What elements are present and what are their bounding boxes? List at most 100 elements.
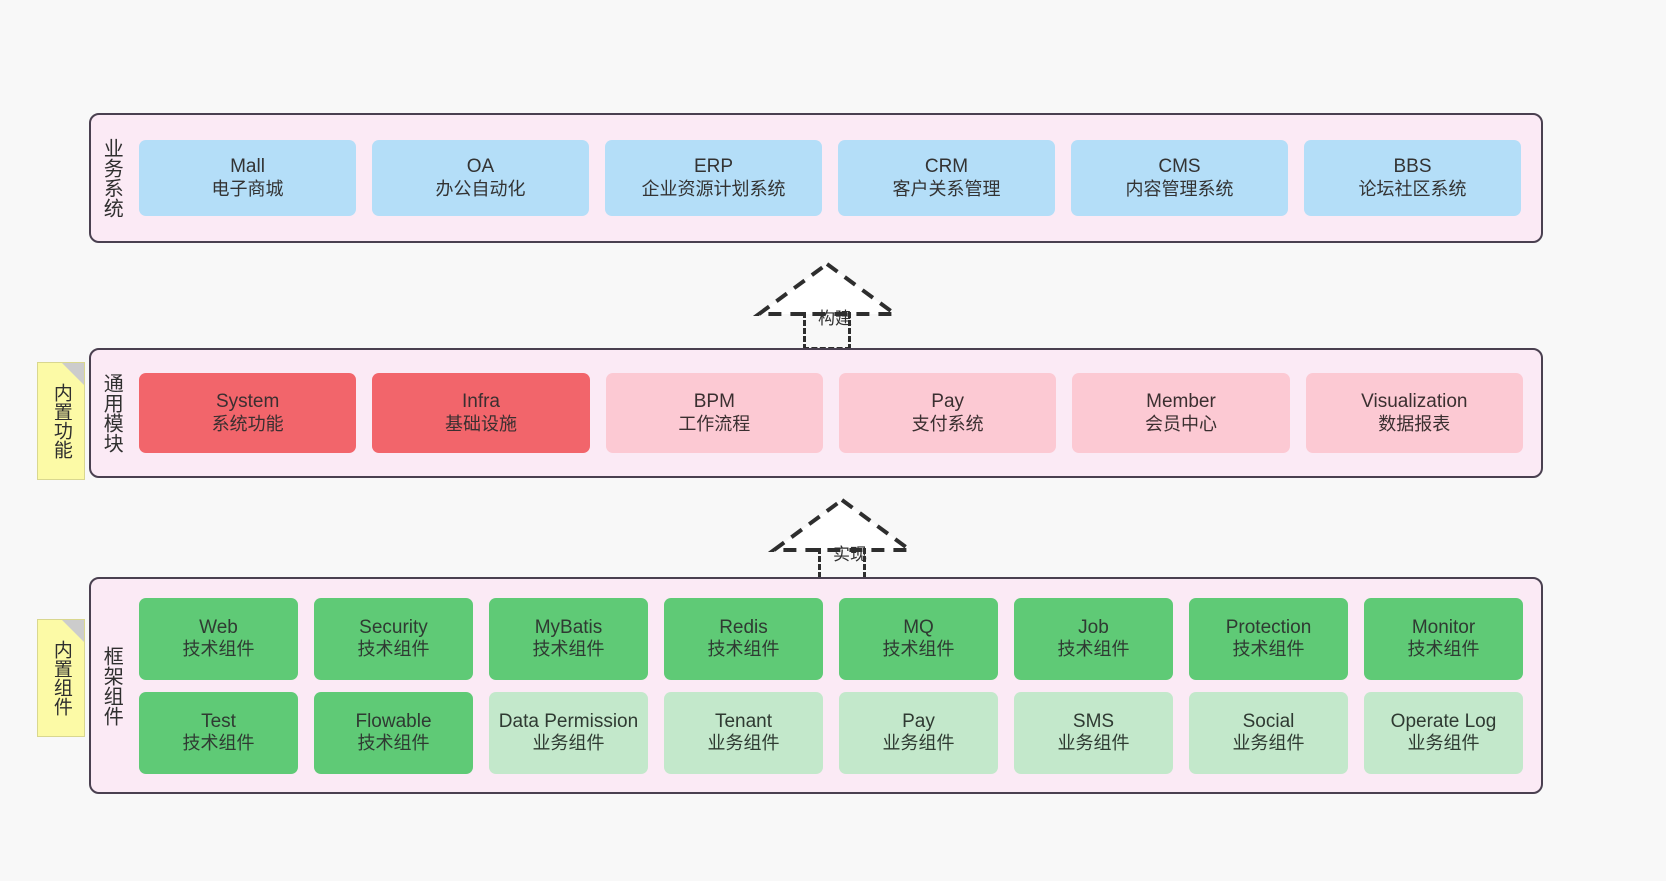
layer-title-business: 业务系统 (100, 138, 123, 218)
node-title: MyBatis (534, 616, 603, 638)
node-subtitle: 数据报表 (1378, 413, 1451, 434)
generalization-arrowhead-icon (752, 261, 902, 316)
node-title: Protection (1225, 616, 1312, 638)
node-title: Security (359, 616, 428, 638)
node-cms[interactable]: CMS 内容管理系统 (1071, 140, 1288, 216)
node-title: Member (1146, 391, 1216, 413)
node-subtitle: 办公自动化 (435, 178, 526, 199)
node-subtitle: 客户关系管理 (892, 178, 1001, 199)
node-erp[interactable]: ERP 企业资源计划系统 (605, 140, 822, 216)
layer-title-framework: 框架组件 (100, 645, 123, 726)
node-web[interactable]: Web 技术组件 (139, 597, 298, 680)
node-subtitle: 会员中心 (1144, 413, 1217, 434)
node-title: Monitor (1411, 616, 1476, 638)
node-title: BBS (1393, 156, 1432, 178)
framework-row-tech: Web 技术组件 Security 技术组件 MyBatis 技术组件 Redi… (139, 597, 1523, 680)
node-sms[interactable]: SMS 业务组件 (1014, 691, 1173, 774)
node-title: BPM (693, 391, 735, 413)
node-subtitle: 支付系统 (911, 413, 984, 434)
node-subtitle: 技术组件 (882, 639, 955, 660)
node-data-permission[interactable]: Data Permission 业务组件 (489, 691, 648, 774)
arrow-implement: 实现 (767, 494, 917, 586)
node-title: Social (1242, 710, 1295, 732)
node-subtitle: 工作流程 (678, 413, 751, 434)
note-label: 内置组件 (50, 640, 72, 716)
node-title: System (215, 391, 280, 413)
node-title: Pay (902, 710, 935, 732)
node-subtitle: 业务组件 (1407, 733, 1480, 754)
node-subtitle: 内容管理系统 (1125, 178, 1234, 199)
node-subtitle: 业务组件 (1232, 733, 1305, 754)
layer-title-modules: 通用模块 (100, 373, 123, 453)
node-subtitle: 电子商城 (211, 178, 284, 199)
node-bbs[interactable]: BBS 论坛社区系统 (1304, 140, 1521, 216)
layer-business-system: 业务系统 Mall 电子商城 OA 办公自动化 ERP 企业资源计划系统 CRM… (89, 113, 1543, 243)
node-monitor[interactable]: Monitor 技术组件 (1364, 597, 1523, 680)
layer-framework-component: 框架组件 Web 技术组件 Security 技术组件 MyBatis 技术组件… (89, 577, 1543, 794)
node-pay[interactable]: Pay 支付系统 (838, 373, 1057, 453)
arrow-build: 构建 (752, 258, 902, 350)
layer-body-business: Mall 电子商城 OA 办公自动化 ERP 企业资源计划系统 CRM 客户关系… (131, 115, 1541, 241)
node-subtitle: 企业资源计划系统 (641, 178, 786, 199)
node-security[interactable]: Security 技术组件 (314, 597, 473, 680)
node-title: SMS (1072, 710, 1115, 732)
node-subtitle: 论坛社区系统 (1358, 178, 1467, 199)
node-redis[interactable]: Redis 技术组件 (664, 597, 823, 680)
node-subtitle: 技术组件 (357, 733, 430, 754)
node-pay-business[interactable]: Pay 业务组件 (839, 691, 998, 774)
node-tenant[interactable]: Tenant 业务组件 (664, 691, 823, 774)
layer-general-module: 通用模块 System 系统功能 Infra 基础设施 BPM 工作流程 Pay… (89, 348, 1543, 478)
node-title: Tenant (714, 710, 773, 732)
node-title: Infra (461, 391, 500, 413)
node-title: Mall (230, 156, 265, 178)
node-bpm[interactable]: BPM 工作流程 (605, 373, 823, 453)
node-subtitle: 业务组件 (707, 733, 780, 754)
arrow-label-implement: 实现 (833, 545, 867, 564)
node-title: Operate Log (1390, 710, 1497, 732)
node-protection[interactable]: Protection 技术组件 (1189, 597, 1348, 680)
node-title: CMS (1158, 156, 1201, 178)
node-system[interactable]: System 系统功能 (139, 373, 357, 453)
node-subtitle: 技术组件 (707, 639, 780, 660)
node-subtitle: 业务组件 (532, 733, 605, 754)
node-title: ERP (693, 156, 734, 178)
node-mall[interactable]: Mall 电子商城 (139, 140, 356, 216)
node-job[interactable]: Job 技术组件 (1014, 597, 1173, 680)
node-member[interactable]: Member 会员中心 (1072, 373, 1290, 453)
node-subtitle: 技术组件 (532, 639, 605, 660)
node-title: Redis (719, 616, 768, 638)
node-subtitle: 技术组件 (1232, 639, 1305, 660)
node-title: OA (466, 156, 495, 178)
note-builtin-component: 内置组件 (37, 619, 85, 737)
node-subtitle: 系统功能 (211, 413, 284, 434)
node-social[interactable]: Social 业务组件 (1189, 691, 1348, 774)
node-operate-log[interactable]: Operate Log 业务组件 (1364, 691, 1523, 774)
node-infra[interactable]: Infra 基础设施 (372, 373, 590, 453)
node-subtitle: 技术组件 (182, 733, 255, 754)
node-subtitle: 技术组件 (1057, 639, 1130, 660)
node-title: MQ (903, 616, 934, 638)
node-title: Flowable (355, 710, 432, 732)
note-fold-corner-icon (62, 620, 84, 642)
node-mq[interactable]: MQ 技术组件 (839, 597, 998, 680)
node-test[interactable]: Test 技术组件 (139, 691, 298, 774)
node-visualization[interactable]: Visualization 数据报表 (1305, 373, 1523, 453)
node-title: Data Permission (498, 710, 639, 732)
note-label: 内置功能 (50, 383, 72, 459)
note-fold-corner-icon (62, 363, 84, 385)
node-title: Visualization (1361, 391, 1468, 413)
layer-body-framework: Web 技术组件 Security 技术组件 MyBatis 技术组件 Redi… (131, 579, 1541, 792)
node-subtitle: 基础设施 (444, 413, 517, 434)
node-title: Job (1078, 616, 1109, 638)
modules-row: System 系统功能 Infra 基础设施 BPM 工作流程 Pay 支付系统… (139, 373, 1523, 453)
node-mybatis[interactable]: MyBatis 技术组件 (489, 597, 648, 680)
node-crm[interactable]: CRM 客户关系管理 (838, 140, 1055, 216)
arrow-label-build: 构建 (818, 309, 852, 328)
node-oa[interactable]: OA 办公自动化 (372, 140, 589, 216)
node-flowable[interactable]: Flowable 技术组件 (314, 691, 473, 774)
layer-body-modules: System 系统功能 Infra 基础设施 BPM 工作流程 Pay 支付系统… (131, 350, 1541, 476)
node-title: Test (201, 710, 236, 732)
framework-row-business: Test 技术组件 Flowable 技术组件 Data Permission … (139, 691, 1523, 774)
node-subtitle: 技术组件 (182, 639, 255, 660)
